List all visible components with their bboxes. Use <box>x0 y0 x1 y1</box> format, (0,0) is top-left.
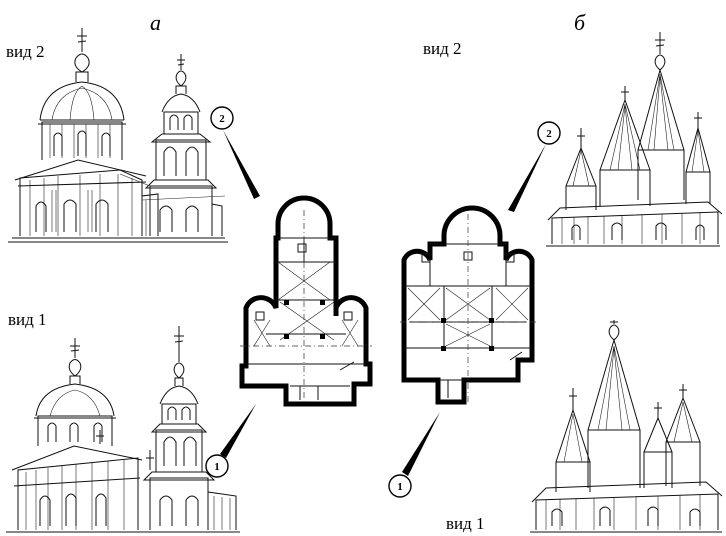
floor-plan-a <box>239 195 373 407</box>
panel-a-view-1-label: вид 1 <box>8 310 47 329</box>
panel-b-view-2-label: вид 2 <box>423 39 462 58</box>
panel-a-letter: а <box>150 10 161 35</box>
church-b-view-2-sketch <box>546 32 723 247</box>
marker-a-1: 1 <box>205 404 256 478</box>
marker-b-1: 1 <box>388 412 440 498</box>
church-a-view-1-sketch <box>6 326 240 533</box>
floor-plan-b <box>400 205 536 405</box>
panel-b-view-1-label: вид 1 <box>446 514 485 533</box>
marker-a-1-number: 1 <box>214 461 220 473</box>
panel-a-view-2-label: вид 2 <box>6 42 45 61</box>
marker-a-2: 2 <box>210 106 260 199</box>
marker-b-2: 2 <box>508 121 561 212</box>
marker-b-2-number: 2 <box>546 128 552 140</box>
marker-b-1-number: 1 <box>397 481 403 493</box>
church-b-view-1-sketch <box>530 320 723 533</box>
church-a-view-2-sketch <box>8 28 228 243</box>
panel-b-letter: б <box>574 10 586 35</box>
marker-a-2-number: 2 <box>219 113 225 125</box>
